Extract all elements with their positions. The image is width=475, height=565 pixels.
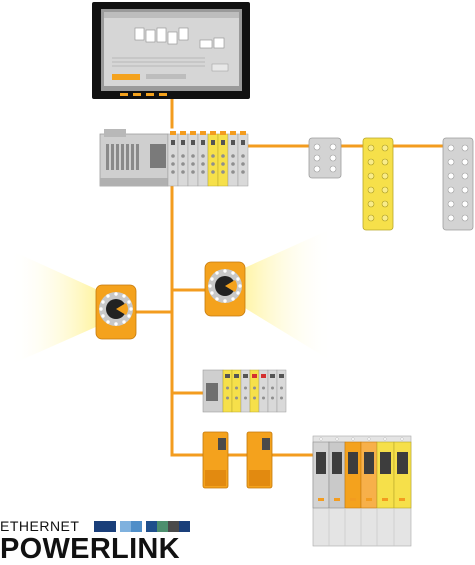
servo-drive-2: [246, 431, 273, 489]
logo-square: [146, 521, 157, 532]
main-controller: [99, 129, 249, 187]
logo-square: [105, 521, 116, 532]
light-sensor-right: [204, 261, 246, 317]
remote-io-yellow: [362, 137, 394, 231]
hmi-panel: [92, 2, 250, 99]
io-slices: [167, 133, 249, 187]
light-beam-right: [240, 228, 333, 362]
remote-io-grey-large: [442, 137, 474, 231]
logo-square: [157, 521, 168, 532]
network-cables: [134, 98, 450, 457]
io-module-bank: [202, 369, 287, 413]
light-beam-left: [10, 250, 98, 365]
logo-square: [120, 521, 131, 532]
powerlink-logo: ETHERNET POWERLINK: [0, 518, 200, 565]
light-sensor-left: [95, 284, 137, 340]
logo-square: [94, 521, 105, 532]
logo-square: [168, 521, 179, 532]
logo-square: [131, 521, 142, 532]
hmi-screen-graphic: [134, 27, 225, 49]
remote-io-grey-small: [308, 137, 342, 179]
drive-rack: [312, 435, 412, 547]
logo-square: [179, 521, 190, 532]
logo-line-ethernet: ETHERNET: [0, 518, 80, 534]
servo-drive-1: [202, 431, 229, 489]
logo-line-powerlink: POWERLINK: [0, 533, 180, 565]
